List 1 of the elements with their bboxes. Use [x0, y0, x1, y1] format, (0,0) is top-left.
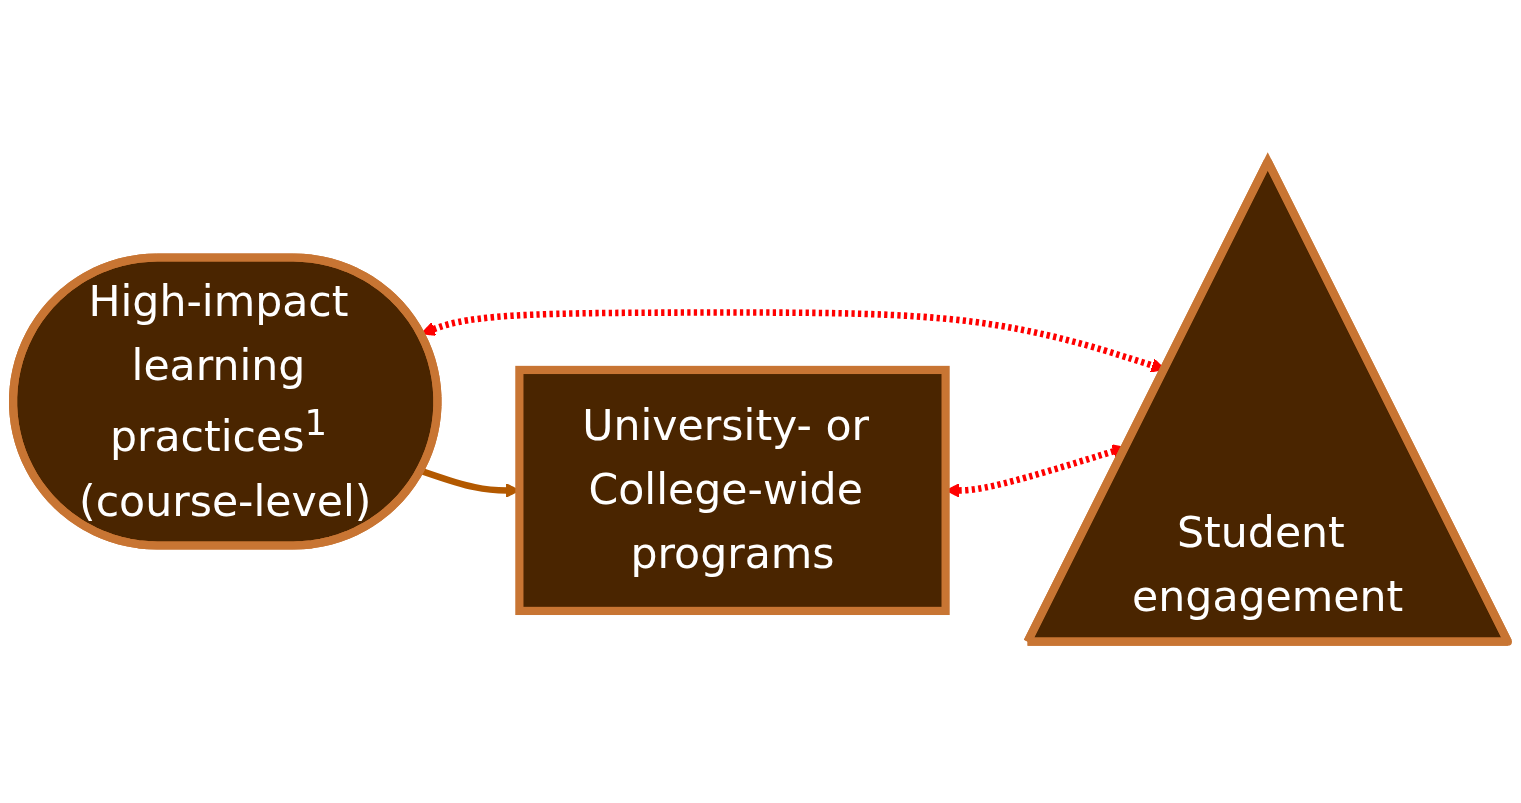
node-box: University- or College-wide programs — [515, 365, 950, 615]
